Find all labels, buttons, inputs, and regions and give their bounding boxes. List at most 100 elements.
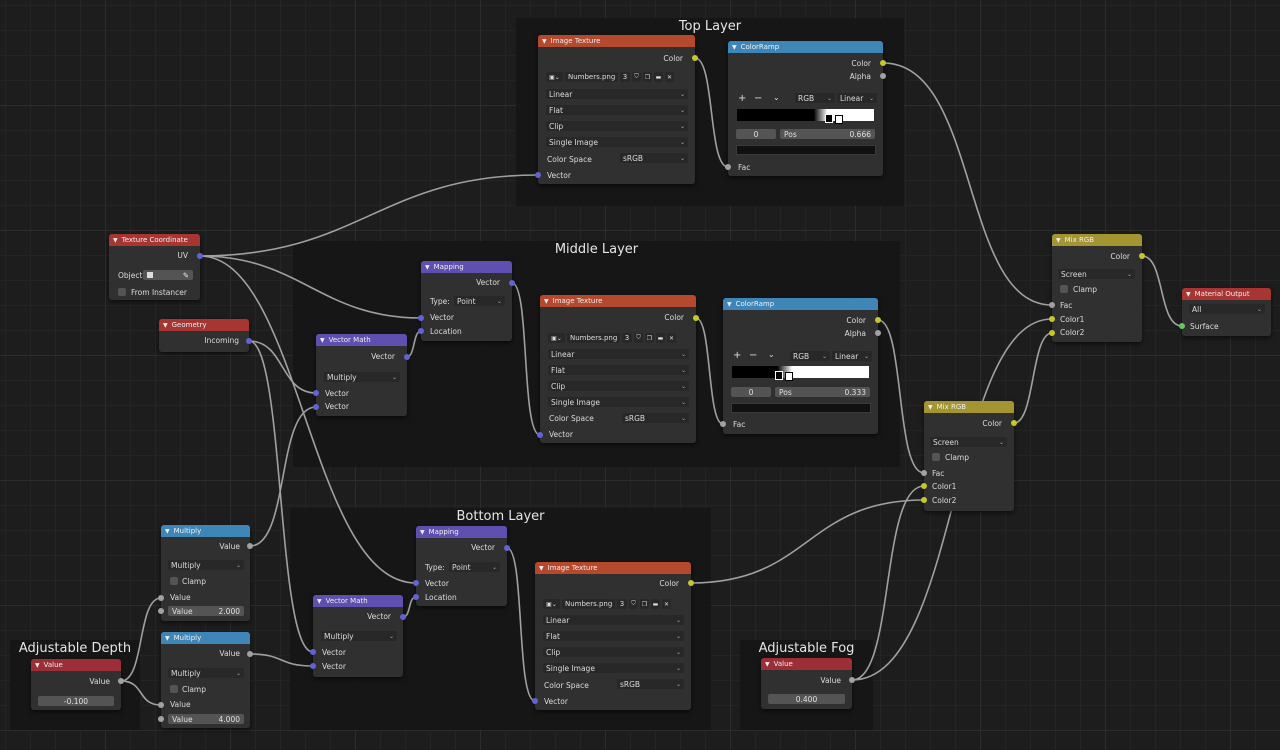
vector-input-socket[interactable] (537, 432, 543, 438)
extension-dropdown[interactable]: Clip⌄ (548, 381, 689, 391)
clamp-checkbox[interactable] (1060, 285, 1068, 293)
collapse-arrow-icon[interactable]: ▼ (727, 300, 732, 308)
color-space-dropdown[interactable]: sRGB⌄ (620, 153, 688, 163)
collapse-arrow-icon[interactable]: ▼ (165, 527, 170, 535)
value-output-socket[interactable] (118, 678, 124, 684)
ramp-interpolation-dropdown[interactable]: Linear⌄ (837, 93, 877, 103)
image-browse-icon[interactable]: ▣⌄ (543, 599, 560, 609)
vector-math-bottom-header[interactable]: ▼Vector Math (313, 595, 403, 607)
color-output-socket[interactable] (688, 580, 694, 586)
multiply-1-header[interactable]: ▼Multiply (161, 525, 250, 537)
duplicate-icon[interactable]: ❐ (640, 599, 649, 609)
texture-coordinate-node[interactable]: ▼Texture Coordinate UV Object: ✎ From In… (109, 234, 203, 300)
mix-rgb-bottom-header[interactable]: ▼Mix RGB (924, 401, 1014, 413)
collapse-arrow-icon[interactable]: ▼ (765, 660, 770, 668)
vector-input-1-socket[interactable] (313, 390, 319, 396)
color-output-socket[interactable] (1011, 420, 1017, 426)
incoming-output-socket[interactable] (246, 338, 252, 344)
blend-mode-dropdown[interactable]: Screen⌄ (930, 437, 1007, 447)
value-output-socket[interactable] (849, 677, 855, 683)
fake-user-shield-icon[interactable]: ⛉ (629, 599, 638, 609)
collapse-arrow-icon[interactable]: ▼ (1186, 290, 1191, 298)
from-instancer-checkbox[interactable] (118, 288, 126, 296)
value-output-socket[interactable] (247, 543, 253, 549)
add-stop-button[interactable]: + (733, 350, 742, 361)
collapse-arrow-icon[interactable]: ▼ (163, 321, 168, 329)
open-folder-icon[interactable]: ▬ (656, 333, 665, 343)
ramp-menu-chevron-icon[interactable]: ⌄ (768, 350, 775, 359)
uv-output-socket[interactable] (197, 253, 203, 259)
collapse-arrow-icon[interactable]: ▼ (320, 336, 325, 344)
value-output-socket[interactable] (247, 651, 253, 657)
value-fog-header[interactable]: ▼Value (761, 658, 852, 670)
image-users-count[interactable]: 3 (620, 72, 630, 82)
texture-coordinate-header[interactable]: ▼Texture Coordinate (109, 234, 200, 246)
collapse-arrow-icon[interactable]: ▼ (113, 236, 118, 244)
geometry-header[interactable]: ▼Geometry (159, 319, 249, 331)
mix-rgb-top-node[interactable]: ▼Mix RGB Color Screen⌄ Clamp Fac Color1 … (1049, 234, 1145, 342)
ramp-stop-handle-black[interactable] (825, 114, 833, 123)
source-dropdown[interactable]: Single Image⌄ (546, 137, 688, 147)
ramp-color-mode-dropdown[interactable]: RGB⌄ (790, 351, 830, 361)
mapping-type-dropdown[interactable]: Point⌄ (454, 296, 505, 306)
color-space-dropdown[interactable]: sRGB⌄ (622, 413, 689, 423)
image-name-field[interactable]: Numbers.png (565, 72, 618, 82)
colorramp-top-node[interactable]: ▼ColorRamp Color Alpha + − ⌄ RGB⌄ Linear… (725, 41, 886, 176)
material-output-node[interactable]: ▼Material Output All⌄ Surface (1179, 288, 1271, 336)
add-stop-button[interactable]: + (738, 93, 747, 104)
collapse-arrow-icon[interactable]: ▼ (542, 37, 547, 45)
projection-dropdown[interactable]: Flat⌄ (543, 631, 684, 641)
eyedropper-icon[interactable]: ✎ (182, 270, 189, 280)
stop-index-field[interactable]: 0 (736, 129, 776, 139)
alpha-output-socket[interactable] (880, 73, 886, 79)
location-input-socket[interactable] (418, 328, 424, 334)
image-users-count[interactable]: 3 (617, 599, 627, 609)
projection-dropdown[interactable]: Flat⌄ (546, 105, 688, 115)
collapse-arrow-icon[interactable]: ▼ (1056, 236, 1061, 244)
math-operation-dropdown[interactable]: Multiply⌄ (168, 560, 244, 570)
mapping-type-dropdown[interactable]: Point⌄ (449, 562, 500, 572)
fake-user-shield-icon[interactable]: ⛉ (634, 333, 643, 343)
value-input-1-socket[interactable] (158, 595, 164, 601)
image-texture-middle-node[interactable]: ▼Image Texture Color ▣⌄ Numbers.png 3 ⛉ … (537, 295, 699, 443)
vector-math-middle-node[interactable]: ▼Vector Math Vector Multiply⌄ Vector Vec… (313, 334, 410, 416)
object-field[interactable]: ✎ (143, 270, 193, 280)
image-browse-icon[interactable]: ▣⌄ (546, 72, 563, 82)
vector-math-middle-header[interactable]: ▼Vector Math (316, 334, 407, 346)
blend-mode-dropdown[interactable]: Screen⌄ (1058, 269, 1135, 279)
interpolation-dropdown[interactable]: Linear⌄ (546, 89, 688, 99)
vector-output-socket[interactable] (504, 545, 510, 551)
vector-input-1-socket[interactable] (310, 649, 316, 655)
remove-stop-button[interactable]: − (749, 350, 758, 361)
colorramp-middle-node[interactable]: ▼ColorRamp Color Alpha + − ⌄ RGB⌄ Linear… (720, 298, 881, 434)
image-users-count[interactable]: 3 (622, 333, 632, 343)
image-selector-row[interactable]: ▣⌄ Numbers.png 3 ⛉ ❐ ▬ ✕ (543, 598, 671, 610)
geometry-node[interactable]: ▼Geometry Incoming (159, 319, 252, 352)
mapping-middle-node[interactable]: ▼Mapping Vector Type: Point⌄ Vector Loca… (418, 261, 515, 341)
ramp-menu-chevron-icon[interactable]: ⌄ (773, 93, 780, 102)
collapse-arrow-icon[interactable]: ▼ (928, 403, 933, 411)
vector-math-operation-dropdown[interactable]: Multiply⌄ (324, 372, 400, 382)
source-dropdown[interactable]: Single Image⌄ (543, 663, 684, 673)
vector-output-socket[interactable] (400, 614, 406, 620)
value-field[interactable]: -0.100 (38, 696, 114, 706)
vector-math-bottom-node[interactable]: ▼Vector Math Vector Multiply⌄ Vector Vec… (310, 595, 406, 677)
fac-input-socket[interactable] (725, 164, 731, 170)
open-folder-icon[interactable]: ▬ (651, 599, 660, 609)
ramp-interpolation-dropdown[interactable]: Linear⌄ (832, 351, 872, 361)
vector-input-2-socket[interactable] (313, 404, 319, 410)
collapse-arrow-icon[interactable]: ▼ (732, 43, 737, 51)
color-output-socket[interactable] (1139, 253, 1145, 259)
color-ramp-gradient[interactable] (732, 366, 869, 378)
mapping-bottom-header[interactable]: ▼Mapping (416, 526, 507, 538)
value-input-2-socket[interactable] (158, 716, 164, 722)
image-texture-top-node[interactable]: ▼Image Texture Color ▣⌄ Numbers.png 3 ⛉ … (535, 35, 698, 184)
image-texture-bottom-node[interactable]: ▼Image Texture Color ▣⌄ Numbers.png 3 ⛉ … (532, 562, 694, 710)
fac-input-socket[interactable] (720, 421, 726, 427)
collapse-arrow-icon[interactable]: ▼ (544, 297, 549, 305)
ramp-stop-handle-white[interactable] (785, 372, 793, 381)
stop-color-swatch[interactable] (736, 145, 876, 155)
vector-input-socket[interactable] (532, 698, 538, 704)
multiply-node-1[interactable]: ▼Multiply Value Multiply⌄ Clamp Value Va… (158, 525, 253, 621)
